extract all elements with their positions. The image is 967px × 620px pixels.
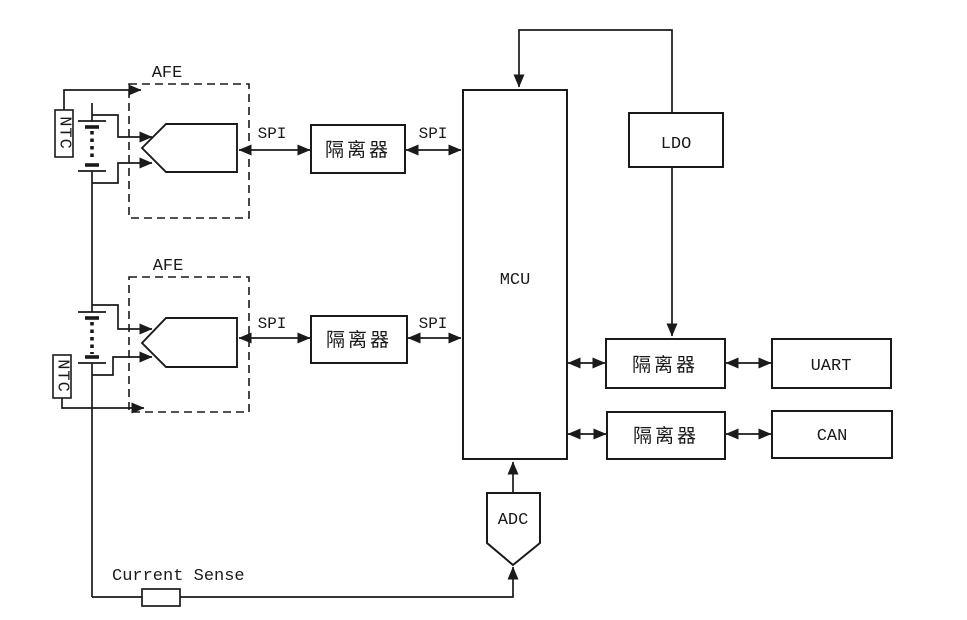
ldo-box xyxy=(628,112,724,168)
arrow-ntc1-to-afe1 xyxy=(63,84,142,110)
ldo-label: LDO xyxy=(661,135,692,154)
afe-group-2 xyxy=(52,276,250,414)
spi-label-mcu2: SPI xyxy=(419,315,448,333)
afe1-chip-shape xyxy=(140,123,238,173)
can-label: CAN xyxy=(817,427,848,446)
isolator-can-label: 隔离器 xyxy=(633,425,699,448)
arrow-battery1-tap-top xyxy=(92,114,153,143)
battery-stack-2 xyxy=(78,311,106,597)
ntc2-label: NTC xyxy=(53,359,72,393)
mcu-box xyxy=(462,89,568,460)
isolator-uart-box xyxy=(605,338,726,389)
isolator-uart-label: 隔离器 xyxy=(632,354,698,377)
afe-group-1 xyxy=(54,83,250,219)
uart-label: UART xyxy=(811,357,852,376)
current-sense-label: Current Sense xyxy=(112,567,245,586)
isolator-spi1-label: 隔离器 xyxy=(325,139,391,162)
afe1-dashed-box xyxy=(128,83,250,219)
arrow-ldo-to-mcu-power xyxy=(513,29,673,113)
spi-label-mcu1: SPI xyxy=(419,125,448,143)
isolator-spi2-box xyxy=(310,315,408,364)
arrow-ntc2-to-afe2 xyxy=(61,398,145,414)
afe2-dashed-box xyxy=(128,276,250,413)
afe2-chip-shape xyxy=(140,317,238,368)
ntc1-label: NTC xyxy=(55,116,74,150)
shunt-resistor xyxy=(141,588,181,607)
afe1-label: AFE xyxy=(152,64,183,83)
can-box xyxy=(771,410,893,459)
mcu-label: MCU xyxy=(500,271,531,290)
battery-stack-1 xyxy=(78,103,106,312)
arrow-battery2-tap-bottom xyxy=(92,351,153,376)
arrow-sense-to-adc xyxy=(92,566,519,598)
arrow-battery1-tap-bottom xyxy=(92,157,153,184)
uart-box xyxy=(771,338,892,389)
spi-label-afe1: SPI xyxy=(258,125,287,143)
isolator-can-box xyxy=(606,411,726,460)
adc-label: ADC xyxy=(498,511,529,530)
isolator-spi1-box xyxy=(310,124,406,174)
adc-shape xyxy=(486,492,541,567)
afe2-label: AFE xyxy=(153,257,184,276)
isolator-spi2-label: 隔离器 xyxy=(326,329,392,352)
spi-label-afe2: SPI xyxy=(258,315,287,333)
arrow-battery2-tap-top xyxy=(92,304,153,335)
